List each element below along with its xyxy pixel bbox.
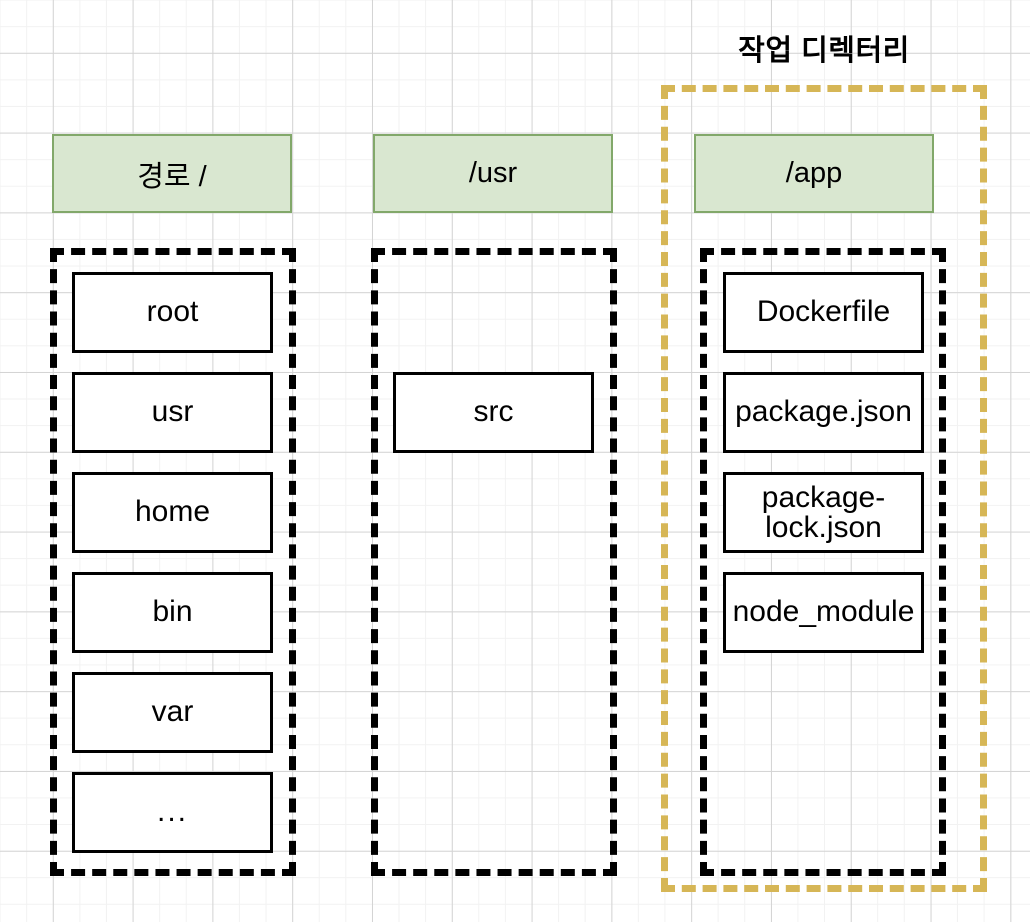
item-label: package-lock.json (761, 480, 886, 544)
item-label: node_module (732, 595, 915, 629)
item-box-more[interactable]: ... (72, 772, 273, 853)
working-directory-title: 작업 디렉터리 (738, 35, 910, 67)
item-box-usr[interactable]: usr (72, 372, 273, 453)
item-label: package.json (735, 395, 912, 429)
item-label: src (473, 395, 514, 429)
item-label: home (134, 495, 211, 529)
group-container-usr (371, 248, 617, 876)
group-container-root (50, 248, 296, 876)
item-label: root (146, 295, 199, 329)
column-header-root: 경로 / (52, 134, 292, 213)
item-box-home[interactable]: home (72, 472, 273, 553)
item-label: var (151, 695, 194, 729)
item-label: Dockerfile (756, 295, 891, 329)
working-directory-highlight-frame (661, 85, 987, 892)
item-box-src[interactable]: src (393, 372, 594, 453)
group-container-app (700, 248, 946, 876)
item-box-var[interactable]: var (72, 672, 273, 753)
column-header-usr-label: /usr (468, 157, 518, 189)
item-box-package-json[interactable]: package.json (723, 372, 924, 453)
column-header-root-label: 경로 / (137, 160, 207, 193)
column-header-usr: /usr (373, 134, 613, 213)
item-label: bin (152, 595, 193, 629)
item-box-node-module[interactable]: node_module (723, 572, 924, 653)
item-box-package-lock-json[interactable]: package-lock.json (723, 472, 924, 553)
column-header-app-label: /app (785, 157, 843, 189)
item-box-bin[interactable]: bin (72, 572, 273, 653)
item-box-root[interactable]: root (72, 272, 273, 353)
column-header-app: /app (694, 134, 934, 213)
item-box-dockerfile[interactable]: Dockerfile (723, 272, 924, 353)
item-label: usr (151, 395, 194, 429)
item-label: ... (156, 795, 188, 829)
